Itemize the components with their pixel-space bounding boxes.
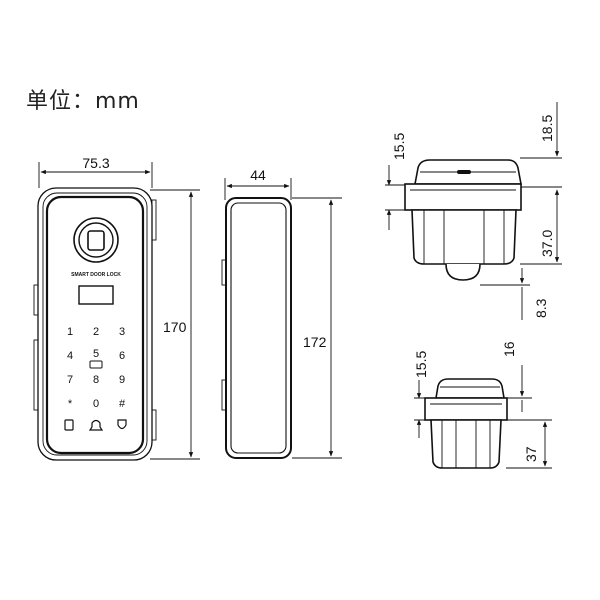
front-right-rail-lower (151, 409, 157, 441)
side-height-dim: 172 (303, 334, 327, 350)
card-reader-window (78, 285, 114, 305)
front-outer-frame-inner (42, 192, 148, 456)
top-detail-view: 15.5 18.5 37.0 8.3 (385, 102, 562, 320)
key-2[interactable]: 2 (93, 326, 99, 338)
bottom-dim-16: 16 (501, 341, 517, 357)
mechanical-key-slot (89, 360, 103, 369)
brand-label: SMART DOOR LOCK (71, 272, 121, 278)
side-rail-lower (221, 379, 227, 411)
unit-label: 单位：mm (26, 89, 140, 114)
fingerprint-sensor-icon (87, 230, 105, 251)
key-5[interactable]: 5 (93, 348, 99, 360)
key-7[interactable]: 7 (67, 374, 73, 386)
top-knob (445, 263, 481, 281)
key-0[interactable]: 0 (93, 398, 99, 410)
front-right-rail (151, 199, 157, 241)
front-left-rail-lower (33, 339, 39, 411)
top-cylinder (411, 209, 517, 265)
front-outer-frame (37, 187, 153, 461)
door-icon[interactable] (64, 419, 74, 431)
bottom-dim-15-5: 15.5 (413, 351, 429, 378)
key-4[interactable]: 4 (67, 350, 73, 362)
shield-icon[interactable] (117, 419, 127, 430)
top-dim-37-0: 37.0 (539, 230, 555, 257)
bell-icon[interactable] (88, 419, 104, 431)
front-view: 75.3 170 SMART DOOR LOCK 1 2 3 4 5 6 7 8 (33, 155, 200, 461)
side-width-dim: 44 (250, 167, 266, 183)
front-left-rail (33, 284, 39, 316)
top-dim-8-3: 8.3 (533, 298, 549, 318)
key-1[interactable]: 1 (67, 326, 73, 338)
bottom-dim-37: 37 (523, 446, 539, 462)
bottom-detail-view: 15.5 16 37 (413, 341, 552, 469)
key-8[interactable]: 8 (93, 374, 99, 386)
side-inner-body (230, 202, 287, 454)
key-star[interactable]: * (68, 398, 73, 410)
bottom-flange (424, 397, 508, 421)
key-hash[interactable]: # (119, 398, 126, 410)
top-dim-18-5: 18.5 (539, 115, 555, 142)
top-indicator (457, 170, 471, 174)
bottom-cap (435, 378, 505, 399)
key-9[interactable]: 9 (119, 374, 125, 386)
key-3[interactable]: 3 (119, 326, 125, 338)
side-rail-upper (221, 259, 227, 286)
side-view: 44 172 (221, 167, 342, 459)
front-height-dim: 170 (163, 319, 187, 335)
front-panel (45, 195, 145, 455)
top-dim-15-5: 15.5 (391, 133, 407, 160)
bottom-cylinder (430, 419, 502, 469)
top-flange (404, 183, 522, 211)
front-width-dim: 75.3 (82, 155, 109, 171)
key-6[interactable]: 6 (119, 350, 125, 362)
